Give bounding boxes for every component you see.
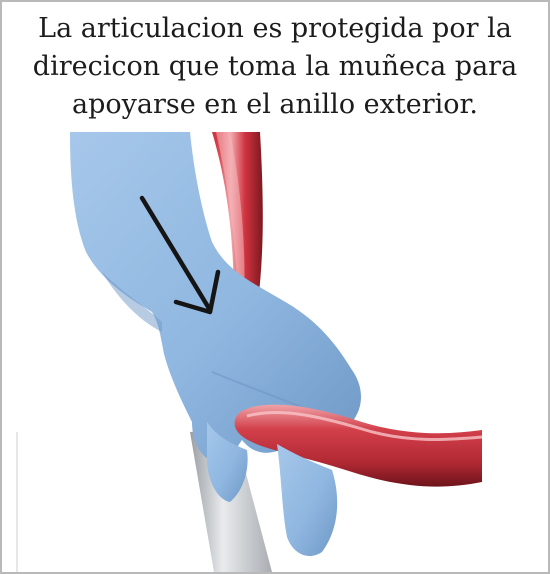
rim-horizontal (235, 405, 482, 487)
hand-on-wheel-rim-illustration (2, 132, 548, 572)
caption-text: La articulacion es protegida por la dire… (22, 10, 528, 124)
